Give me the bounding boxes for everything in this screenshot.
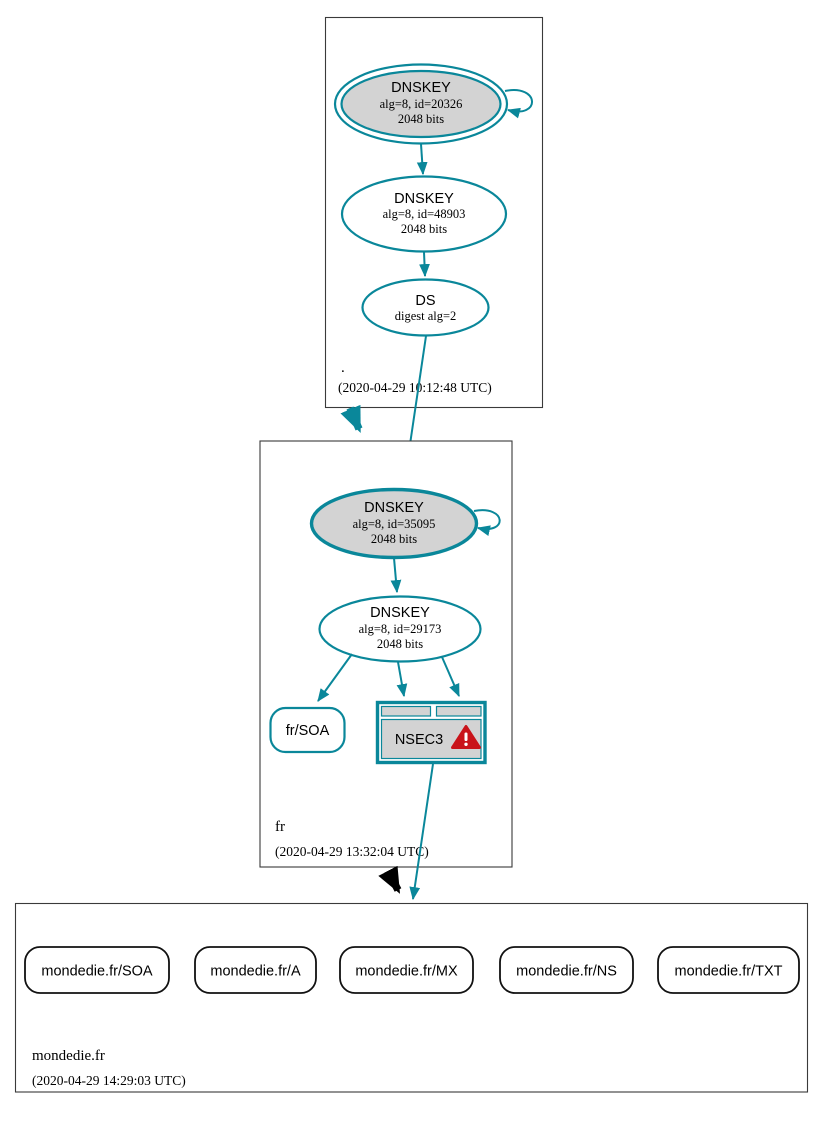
edge-fr-zsk-to-soa [317,653,353,702]
root-zsk-title: DNSKEY [394,191,454,207]
mondedie-ns-rect [499,946,634,994]
node-fr-dnskey-ksk: DNSKEY alg=8, id=35095 2048 bits [309,487,501,560]
fr-soa-label: fr/SOA [286,723,330,739]
fr-ksk-ellipse [309,487,479,560]
zone-fr-timestamp: (2020-04-29 13:32:04 UTC) [275,844,429,859]
zone-fr-label: fr [275,819,285,835]
node-mondedie-mx: mondedie.fr/MX [339,946,474,994]
warning-exclamation-bar [464,732,468,741]
root-ds-ellipse [361,278,490,337]
node-mondedie-soa: mondedie.fr/SOA [24,946,170,994]
fr-zsk-detail1: alg=8, id=29173 [359,622,442,636]
nsec3-label: NSEC3 [395,732,443,748]
fr-zsk-detail2: 2048 bits [377,637,423,651]
mondedie-soa-label: mondedie.fr/SOA [41,964,153,980]
node-root-ds: DS digest alg=2 [361,278,490,337]
edge-delegation-root-to-fr [340,404,363,433]
fr-ksk-detail2: 2048 bits [371,532,417,546]
edge-fr-zsk-to-nsec3-right [441,656,460,697]
fr-zsk-ellipse [318,595,482,663]
root-ds-title: DS [415,293,435,309]
nsec3-tab-cell-right [435,705,482,717]
root-zsk-detail1: alg=8, id=48903 [383,207,466,221]
root-ksk-detail2: 2048 bits [398,112,444,126]
node-root-dnskey-zsk: DNSKEY alg=8, id=48903 2048 bits [340,175,508,253]
mondedie-mx-rect [339,946,474,994]
node-mondedie-a: mondedie.fr/A [194,946,317,994]
mondedie-ns-label: mondedie.fr/NS [516,964,617,980]
zone-mondedie-timestamp: (2020-04-29 14:29:03 UTC) [32,1073,186,1088]
warning-exclamation-dot [464,742,468,746]
zone-mondedie: mondedie.fr (2020-04-29 14:29:03 UTC) mo… [14,902,809,1093]
root-ksk-selfsign-edge [504,89,533,119]
root-zsk-ellipse [340,175,508,253]
mondedie-txt-rect [657,946,800,994]
mondedie-a-label: mondedie.fr/A [210,964,301,980]
zone-mondedie-box [14,902,809,1093]
root-ds-detail1: digest alg=2 [395,309,457,323]
edge-delegation-fr-to-mondedie [378,865,402,894]
edge-root-ksk-to-zsk [416,143,428,176]
zone-root-label: . [341,360,345,376]
edge-fr-zsk-to-nsec3-left [396,661,408,698]
zone-root: . (2020-04-29 10:12:48 UTC) DNSKEY alg=8… [324,16,544,409]
edge-nsec3-to-mondedie [409,763,434,901]
zone-fr: fr (2020-04-29 13:32:04 UTC) DNSKEY alg=… [259,440,513,868]
edge-root-zsk-to-ds [419,251,430,278]
mondedie-mx-label: mondedie.fr/MX [355,964,458,980]
root-ksk-detail1: alg=8, id=20326 [380,97,463,111]
root-ksk-title: DNSKEY [391,80,451,96]
node-mondedie-ns: mondedie.fr/NS [499,946,634,994]
fr-ksk-title: DNSKEY [364,500,424,516]
node-root-dnskey-ksk: DNSKEY alg=8, id=20326 2048 bits [333,63,533,145]
root-zsk-detail2: 2048 bits [401,222,447,236]
mondedie-a-rect [194,946,317,994]
node-mondedie-txt: mondedie.fr/TXT [657,946,800,994]
zone-mondedie-label: mondedie.fr [32,1048,105,1064]
fr-ksk-selfsign-edge [473,509,501,536]
edge-fr-ksk-to-zsk [390,557,402,594]
nsec3-tab-cell-left [380,705,432,717]
fr-ksk-detail1: alg=8, id=35095 [353,517,436,531]
mondedie-txt-label: mondedie.fr/TXT [675,964,783,980]
zone-root-timestamp: (2020-04-29 10:12:48 UTC) [338,380,492,395]
root-ksk-inner-ellipse [340,69,502,139]
warning-triangle-icon [451,725,481,749]
node-fr-nsec3: NSEC3 [375,700,487,765]
node-fr-soa: fr/SOA [269,706,346,754]
node-fr-dnskey-zsk: DNSKEY alg=8, id=29173 2048 bits [318,595,482,663]
mondedie-soa-rect [24,946,170,994]
fr-zsk-title: DNSKEY [370,605,430,621]
fr-soa-rect [269,706,346,754]
